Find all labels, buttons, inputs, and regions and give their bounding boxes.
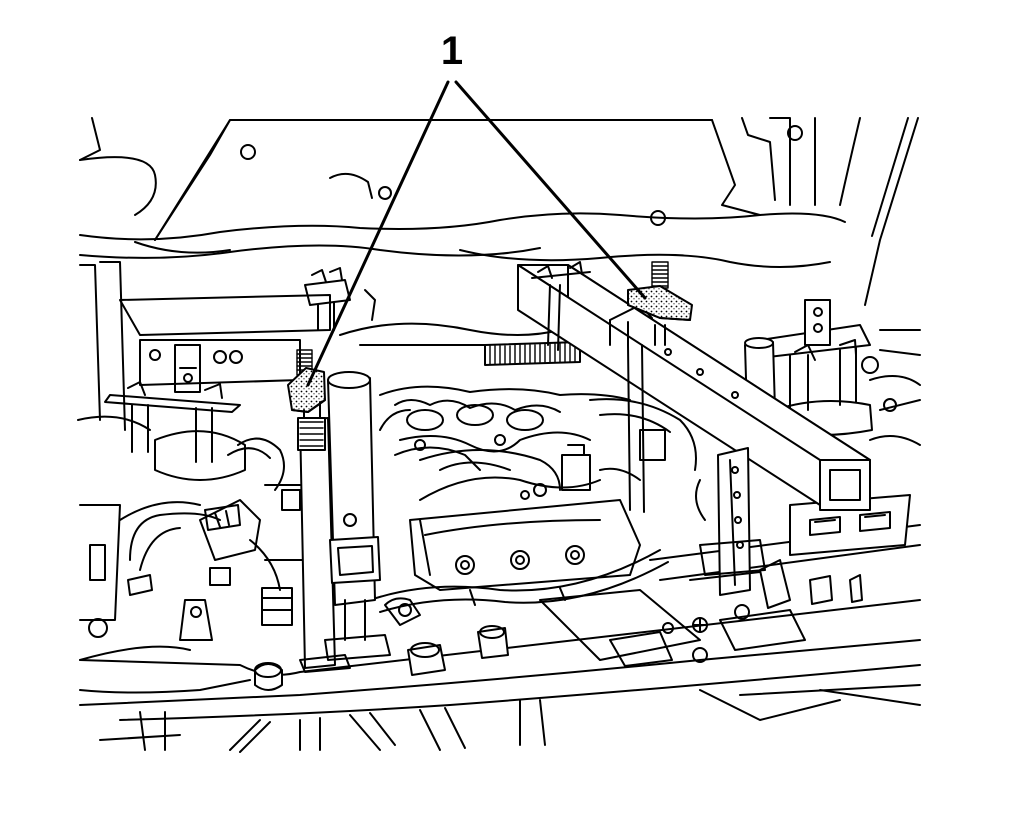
fixture-left-leg [299,371,391,673]
fixture-left-hook [287,349,326,451]
callout-leader-left [306,80,450,387]
callout-label: 1 [441,29,463,73]
engine-support-fixture [287,261,871,673]
fixture-cross-beam [517,264,871,511]
intake-ribs [489,342,576,365]
hood-cowl-background [77,117,919,431]
callout-1: 1 [306,29,647,387]
left-strut-tower [79,294,331,661]
fixture-right-leg [689,447,766,596]
fixture-right-hook [547,261,693,513]
engine-intake-manifold [339,322,697,591]
callout-leader-right [454,80,647,300]
radiator-support-frame [79,524,921,753]
